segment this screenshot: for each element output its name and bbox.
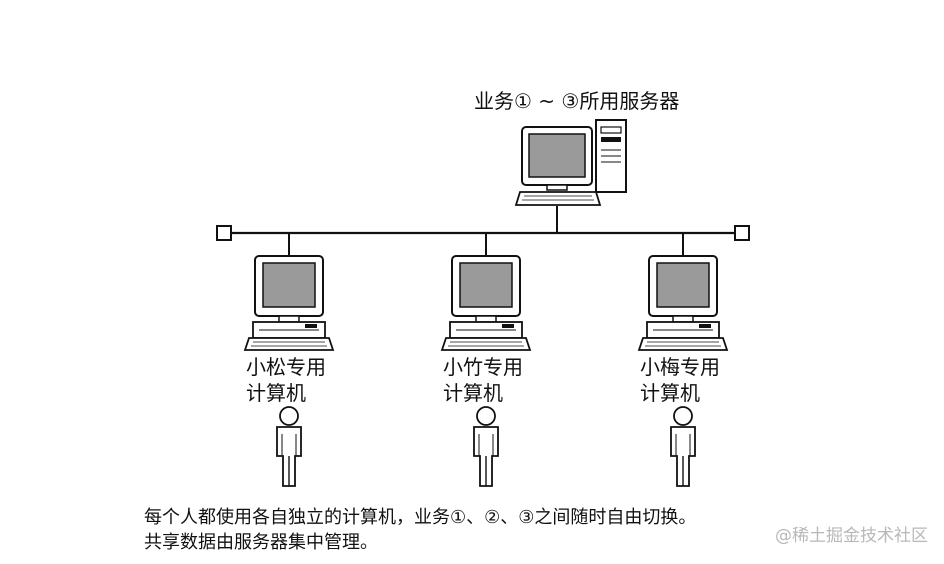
workstation-owner: 小松专用 xyxy=(246,355,326,379)
server-label: 业务① ~ ③所用服务器 xyxy=(474,89,680,113)
desktop-computer-icon xyxy=(638,255,728,351)
person-icon xyxy=(276,406,302,487)
workstation-type: 计算机 xyxy=(640,381,700,405)
desktop-computer-icon xyxy=(244,255,334,351)
bus-terminator-left xyxy=(216,225,232,241)
person-icon xyxy=(670,406,696,487)
workstation-type: 计算机 xyxy=(443,381,503,405)
caption-line-2: 共享数据由服务器集中管理。 xyxy=(144,532,378,553)
workstation-type: 计算机 xyxy=(246,381,306,405)
watermark: @稀土掘金技术社区 xyxy=(775,526,928,546)
workstation-label-komatsu: 小松专用 计算机 xyxy=(246,354,326,406)
bus-terminator-right xyxy=(734,225,750,241)
caption-line-1: 每个人都使用各自独立的计算机，业务①、②、③之间随时自由切换。 xyxy=(144,507,697,528)
person-icon xyxy=(473,406,499,487)
workstation-label-kotake: 小竹专用 计算机 xyxy=(443,354,523,406)
diagram-caption: 每个人都使用各自独立的计算机，业务①、②、③之间随时自由切换。 共享数据由服务器… xyxy=(144,505,696,555)
workstation-owner: 小梅专用 xyxy=(640,355,720,379)
server-computer-icon xyxy=(514,119,627,206)
workstation-owner: 小竹专用 xyxy=(443,355,523,379)
workstation-label-koume: 小梅专用 计算机 xyxy=(640,354,720,406)
desktop-computer-icon xyxy=(441,255,531,351)
